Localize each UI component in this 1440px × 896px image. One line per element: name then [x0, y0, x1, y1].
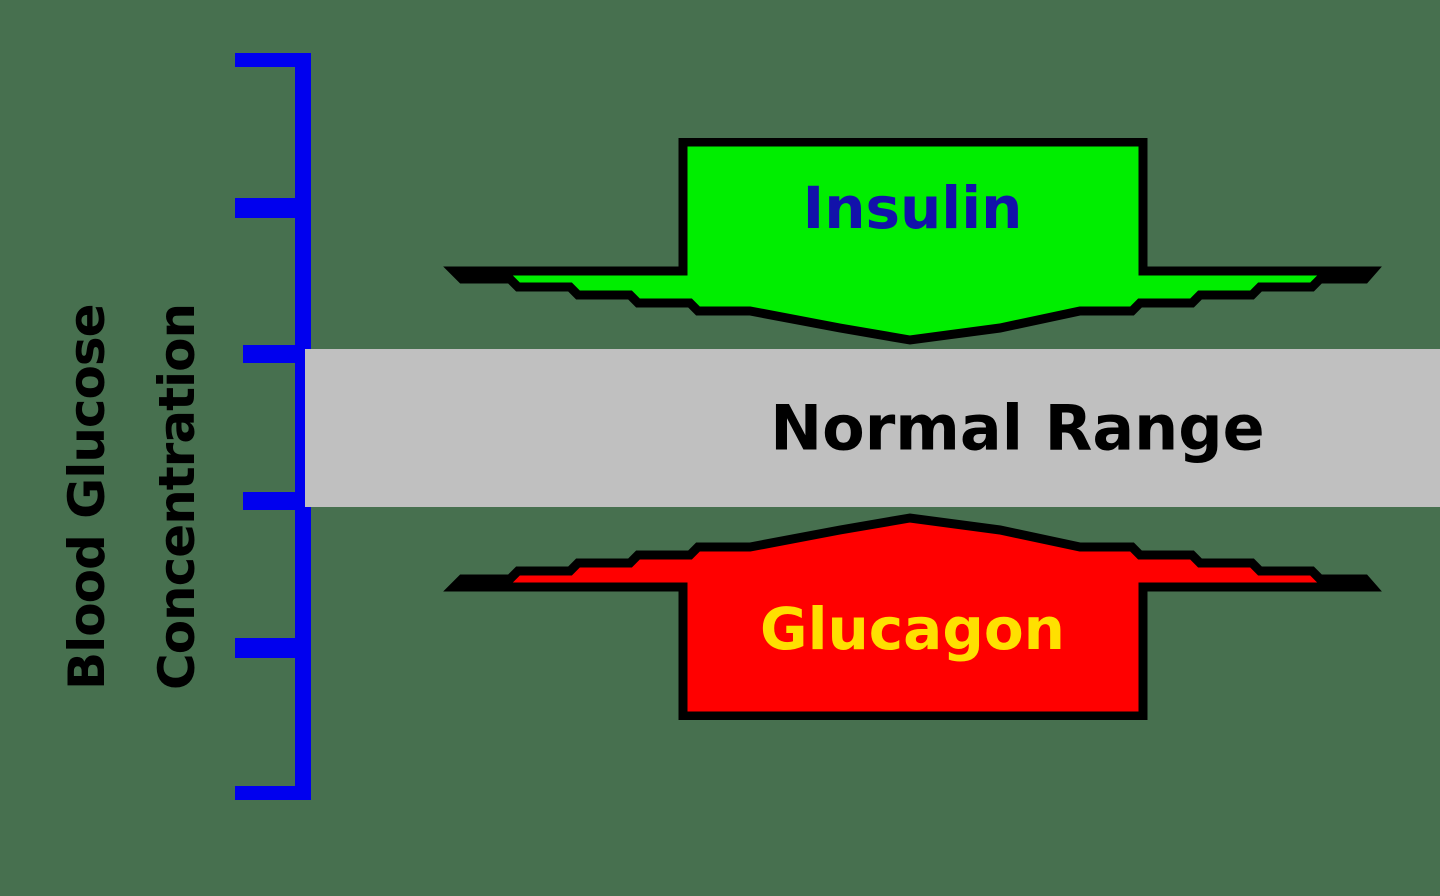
insulin-label: Insulin: [802, 174, 1023, 242]
insulin-arrow-shape: [443, 138, 1382, 345]
normal-range-band: Normal Range: [305, 349, 1440, 507]
glucagon-arrow: Glucagon: [440, 505, 1385, 720]
y-axis-tick-2: [235, 198, 309, 218]
y-axis-label-line-2: Concentration: [148, 303, 206, 690]
glucagon-arrow-shape: [443, 513, 1382, 720]
y-axis-tick-4: [243, 492, 309, 510]
y-axis-tick-5: [235, 638, 309, 658]
insulin-arrow: Insulin: [440, 138, 1385, 353]
y-axis-tick-6: [235, 786, 309, 800]
glucagon-label: Glucagon: [760, 595, 1065, 663]
normal-range-label: Normal Range: [770, 391, 1265, 465]
y-axis-tick-3: [243, 345, 309, 363]
y-axis-tick-1: [235, 53, 309, 67]
y-axis-label-line-1: Blood Glucose: [58, 304, 116, 690]
